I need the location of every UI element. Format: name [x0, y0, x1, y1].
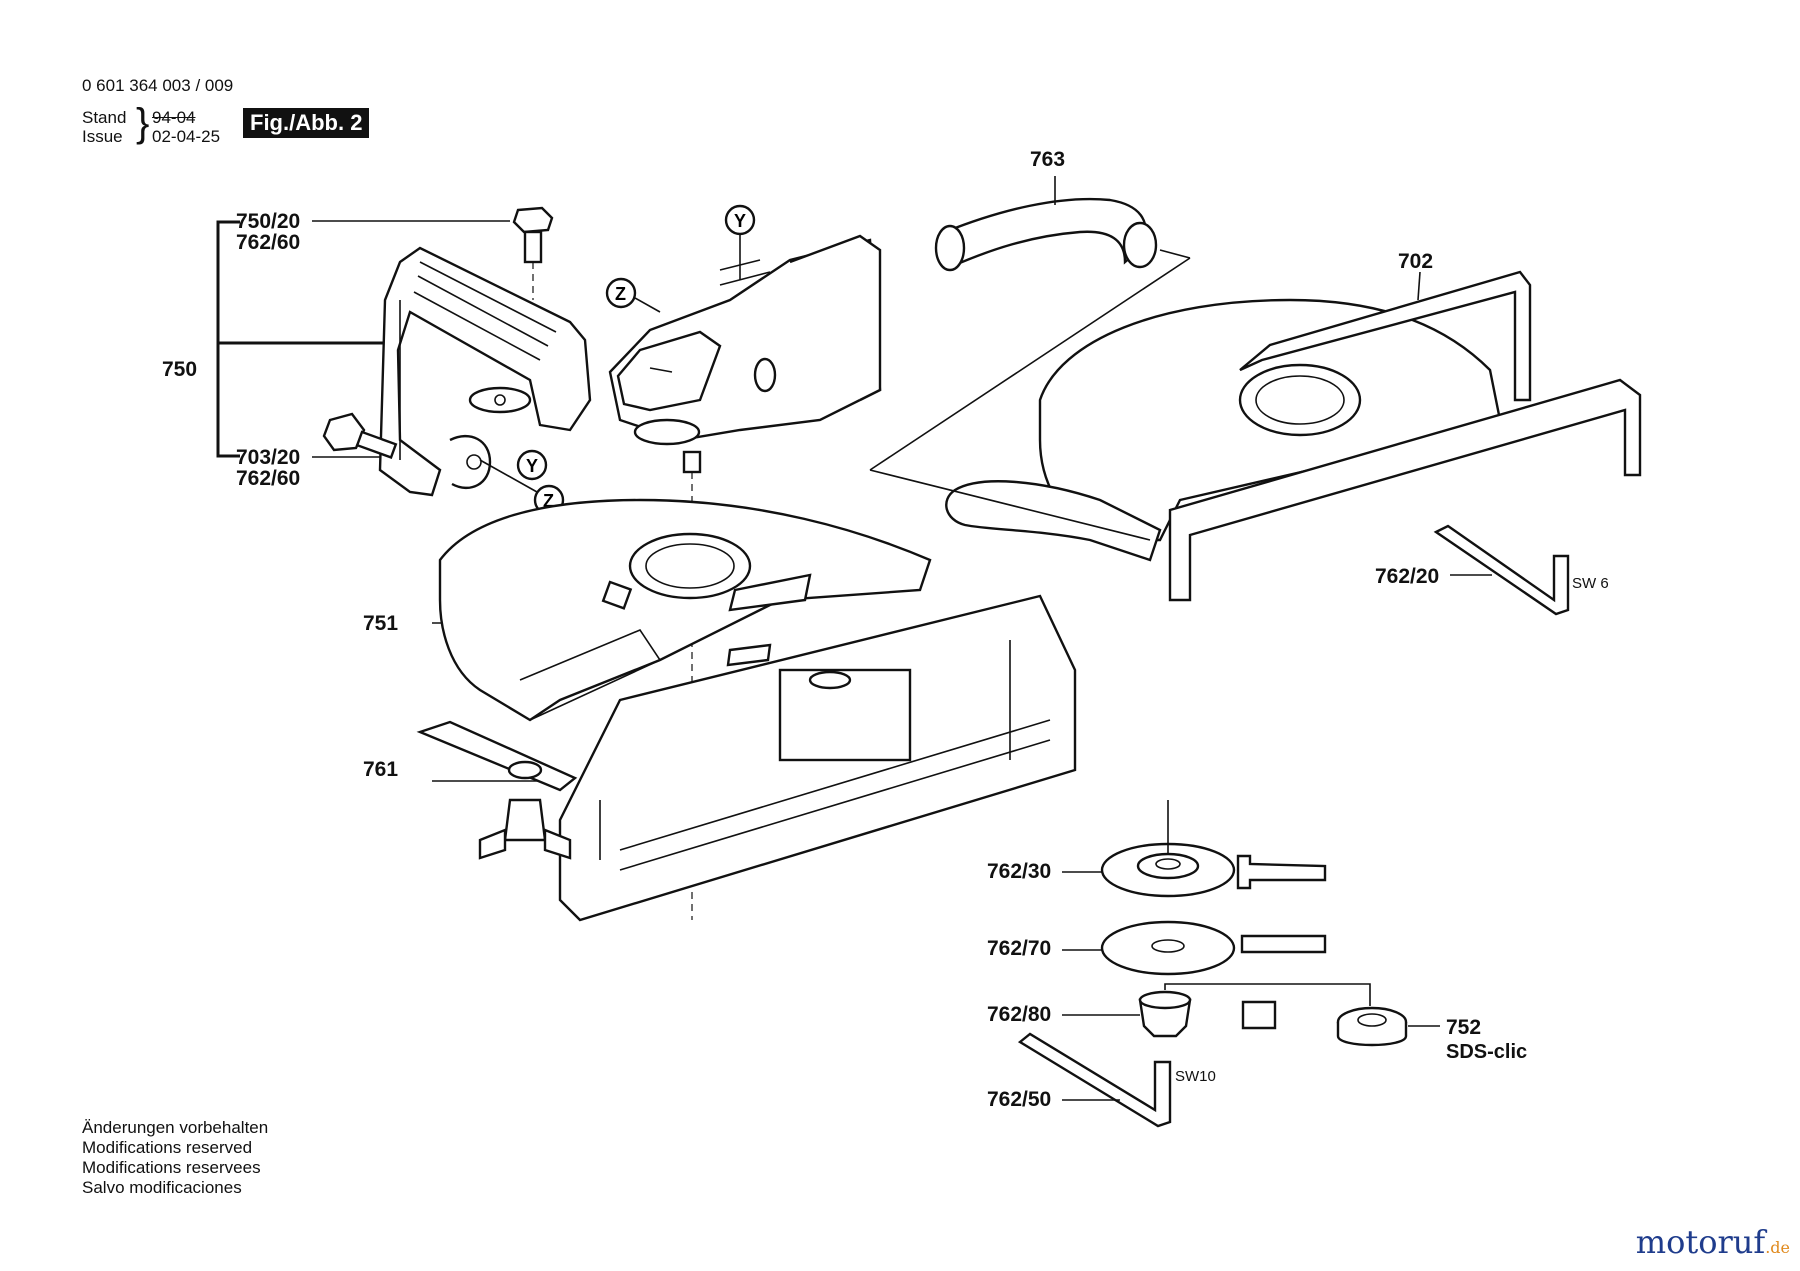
label-763: 763	[1030, 148, 1065, 171]
notes-block: Änderungen vorbehalten Modifications res…	[82, 1118, 268, 1198]
svg-text:Z: Z	[543, 491, 554, 511]
sds-nut-752	[1336, 1006, 1440, 1047]
marker-y-bottom: Y	[516, 449, 548, 481]
note-en: Modifications reserved	[82, 1138, 253, 1157]
screw-703-20	[322, 412, 398, 460]
brand-name: motoruf	[1635, 1223, 1766, 1261]
angle-grinder	[608, 234, 882, 920]
label-752: 752	[1446, 1016, 1481, 1039]
flange-762-30	[1062, 800, 1327, 898]
guard-751	[438, 498, 932, 722]
bracket-brace: }	[136, 101, 150, 145]
figure-label: Fig./Abb. 2	[243, 108, 370, 138]
label-sw10: SW10	[1175, 1068, 1216, 1085]
label-703-20: 703/20	[236, 446, 300, 469]
hex-key-762-20	[1433, 524, 1570, 616]
bracket-750	[216, 220, 240, 458]
label-761: 761	[363, 758, 398, 781]
label-762-60-bottom: 762/60	[236, 467, 300, 490]
label-751: 751	[363, 612, 398, 635]
stand-label: Stand	[82, 108, 127, 127]
nut-762-80	[1062, 983, 1371, 1038]
label-762-30: 762/30	[987, 860, 1051, 883]
label-sw6: SW 6	[1572, 575, 1609, 592]
cutting-guide-761	[416, 594, 1077, 922]
bolt-750-20	[512, 206, 554, 300]
label-750-20: 750/20	[236, 210, 300, 233]
svg-text:Y: Y	[734, 211, 746, 231]
label-762-50: 762/50	[987, 1088, 1051, 1111]
flange-762-70	[1062, 920, 1327, 976]
label-702: 702	[1398, 250, 1433, 273]
handle-750	[378, 246, 592, 497]
dust-hose-763	[869, 176, 1191, 471]
hex-key-762-50	[1017, 1032, 1172, 1128]
marker-z-top: Z	[605, 277, 661, 313]
stand-date: 94-04	[152, 108, 196, 127]
issue-label: Issue	[82, 127, 123, 146]
brand-logo: motoruf.de	[1636, 1223, 1790, 1261]
brand-suffix: .de	[1765, 1238, 1790, 1257]
issue-date: 02-04-25	[152, 127, 221, 146]
svg-text:Y: Y	[526, 456, 538, 476]
label-750: 750	[162, 358, 197, 381]
part-number: 0 601 364 003 / 009	[82, 76, 234, 95]
label-762-20: 762/20	[1375, 565, 1439, 588]
note-de: Änderungen vorbehalten	[82, 1118, 269, 1137]
suction-guard-702	[869, 270, 1642, 602]
label-sds-clic: SDS-clic	[1446, 1041, 1527, 1063]
marker-y-top: Y	[724, 204, 756, 280]
note-es: Salvo modificaciones	[82, 1178, 242, 1197]
label-762-80: 762/80	[987, 1003, 1051, 1026]
label-762-70: 762/70	[987, 937, 1051, 960]
label-762-60-top: 762/60	[236, 231, 300, 254]
note-fr: Modifications reservees	[82, 1158, 261, 1177]
svg-text:Z: Z	[615, 284, 626, 304]
